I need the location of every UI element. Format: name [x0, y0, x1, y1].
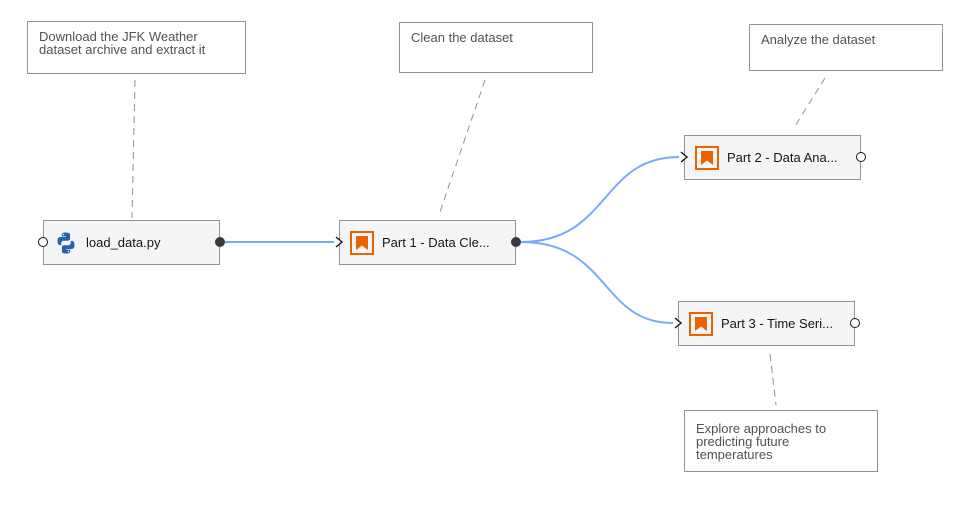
- node-part3[interactable]: Part 3 - Time Seri...: [678, 301, 855, 346]
- comment-link-clean: [439, 79, 486, 213]
- input-port-chevron-icon[interactable]: [673, 317, 683, 329]
- node-label: Part 1 - Data Cle...: [382, 235, 490, 250]
- notebook-bookmark-icon: [695, 146, 719, 170]
- node-label: Part 2 - Data Ana...: [727, 150, 838, 165]
- comment-explore[interactable]: Explore approaches to predicting future …: [684, 410, 878, 472]
- python-icon: [57, 232, 75, 254]
- data-link-part1-to-part3[interactable]: [520, 241, 674, 324]
- input-port-chevron-icon[interactable]: [679, 151, 689, 163]
- node-part1[interactable]: Part 1 - Data Cle...: [339, 220, 516, 265]
- node-label: Part 3 - Time Seri...: [721, 316, 833, 331]
- comment-analyze[interactable]: Analyze the dataset: [749, 24, 943, 71]
- output-port[interactable]: [215, 237, 225, 247]
- comment-download[interactable]: Download the JFK Weather dataset archive…: [27, 21, 246, 74]
- data-link-part1-to-part2[interactable]: [520, 156, 680, 243]
- notebook-bookmark-icon: [350, 231, 374, 255]
- output-port[interactable]: [511, 237, 521, 247]
- input-port[interactable]: [38, 237, 48, 247]
- comment-link-analyze: [794, 77, 826, 127]
- node-label: load_data.py: [86, 235, 161, 250]
- output-port[interactable]: [856, 152, 866, 162]
- comment-link-download: [131, 79, 136, 219]
- notebook-bookmark-icon: [689, 312, 713, 336]
- node-load-data[interactable]: load_data.py: [43, 220, 220, 265]
- comment-clean[interactable]: Clean the dataset: [399, 22, 593, 73]
- comment-link-explore: [769, 353, 777, 406]
- node-part2[interactable]: Part 2 - Data Ana...: [684, 135, 861, 180]
- output-port[interactable]: [850, 318, 860, 328]
- input-port-chevron-icon[interactable]: [334, 236, 344, 248]
